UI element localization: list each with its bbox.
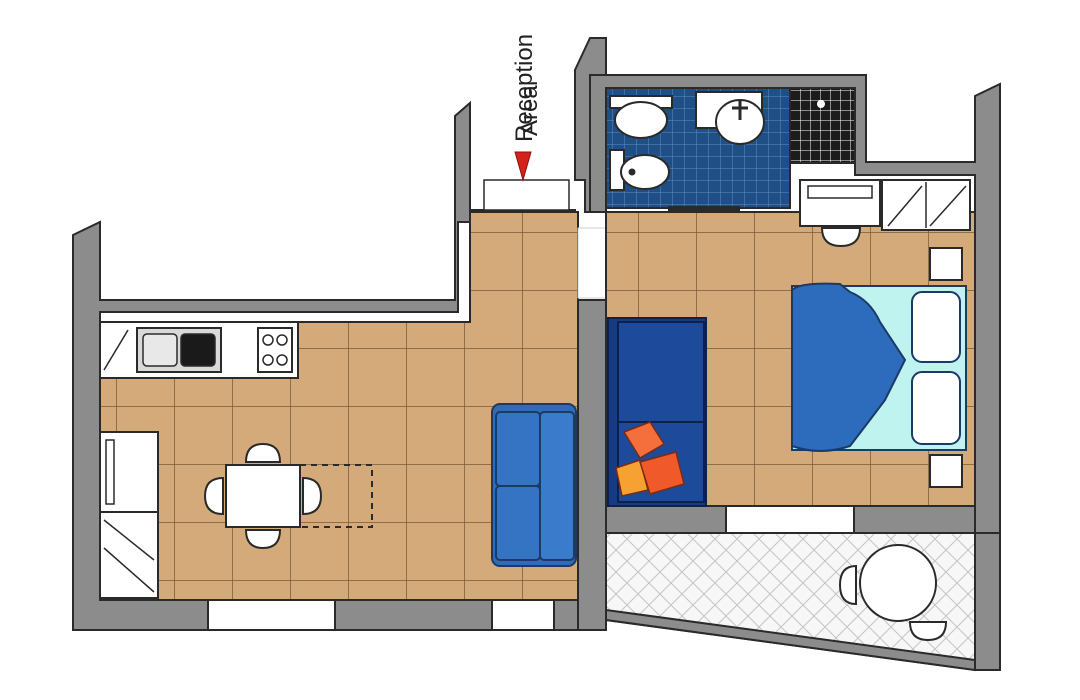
wall-balcony-right bbox=[974, 532, 1001, 671]
window-living-1 bbox=[207, 599, 336, 631]
balcony bbox=[605, 532, 976, 672]
bathroom-door bbox=[668, 206, 740, 212]
entry-opening bbox=[483, 179, 570, 211]
dining-table bbox=[225, 464, 301, 528]
bidet bbox=[609, 149, 670, 191]
bedroom bbox=[605, 179, 976, 534]
window-living-2 bbox=[491, 599, 555, 631]
double-bed bbox=[791, 282, 967, 452]
washbasin bbox=[695, 91, 765, 145]
wall-divider bbox=[577, 299, 607, 631]
nightstand-bottom bbox=[929, 454, 963, 488]
lower-cabinet bbox=[99, 511, 159, 599]
reception-label-line2: Area bbox=[516, 85, 543, 136]
bathroom bbox=[605, 87, 856, 212]
nightstand-top bbox=[929, 247, 963, 281]
table-extension bbox=[299, 464, 373, 528]
entry-arrow-icon bbox=[514, 151, 532, 182]
cushions bbox=[615, 421, 685, 497]
stove bbox=[257, 327, 293, 373]
balcony-table bbox=[859, 544, 937, 622]
balcony-chair-bottom bbox=[908, 621, 948, 642]
reception-entry bbox=[483, 151, 570, 211]
window-bedroom bbox=[725, 505, 855, 534]
toilet bbox=[609, 95, 673, 139]
area-label: Area bbox=[515, 85, 545, 136]
desk bbox=[799, 179, 881, 227]
doorway-living-bedroom bbox=[577, 227, 607, 299]
fridge bbox=[99, 431, 159, 513]
balcony-railing bbox=[605, 608, 976, 672]
sofa bbox=[491, 403, 577, 567]
living-room bbox=[99, 211, 579, 631]
shower bbox=[789, 87, 856, 164]
balcony-chair-left bbox=[838, 564, 857, 606]
desk-chair bbox=[820, 227, 862, 248]
dining-chairs bbox=[203, 442, 323, 550]
